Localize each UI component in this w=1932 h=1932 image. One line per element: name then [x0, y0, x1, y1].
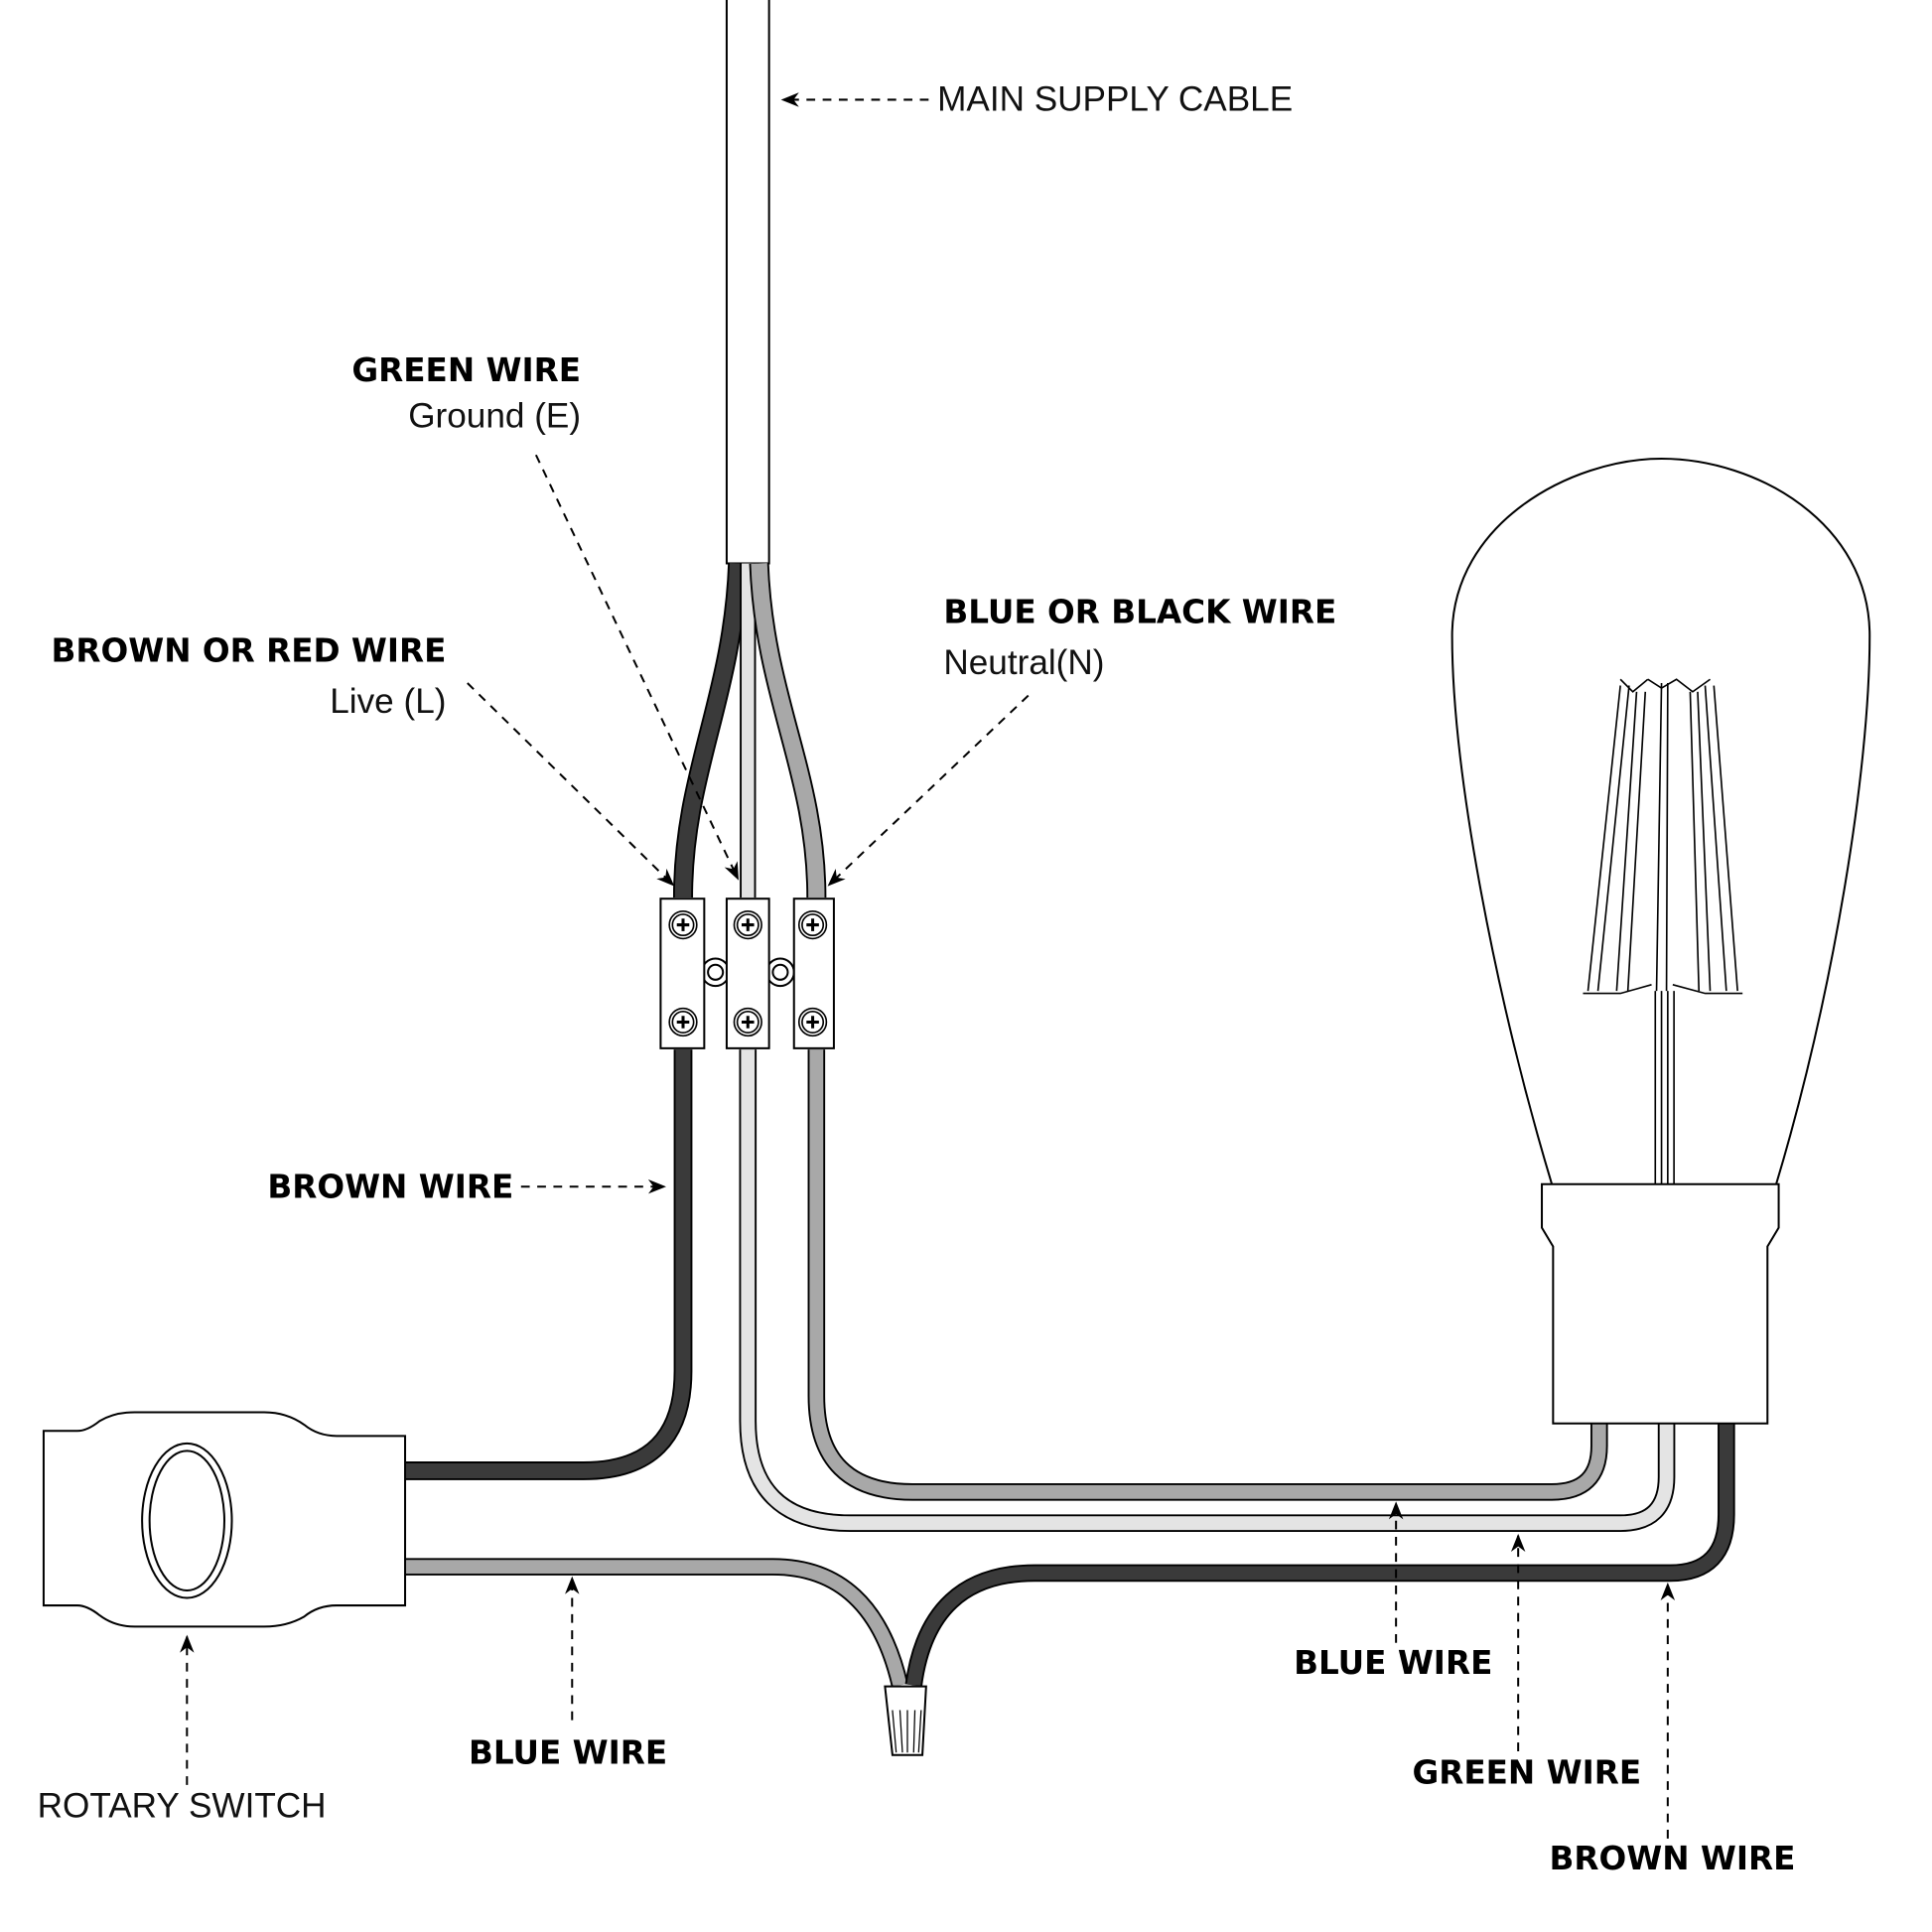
screw-icon — [668, 1007, 698, 1037]
screw-icon — [797, 1007, 828, 1037]
wires — [405, 563, 1735, 1688]
wire-nut — [884, 1685, 927, 1756]
label-main-supply-cable: MAIN SUPPLY CABLE — [937, 80, 1293, 119]
main-supply-cable — [725, 0, 770, 565]
brown-wire-to-bulb — [906, 1421, 1733, 1687]
screw-icon — [733, 909, 762, 940]
label-brown-wire-mid: BROWN WIRE — [267, 1169, 513, 1206]
switch-knob[interactable] — [148, 1449, 225, 1592]
label-rotary-switch: ROTARY SWITCH — [38, 1786, 327, 1825]
rotary-switch — [42, 1411, 407, 1628]
blue-wire-from-switch — [405, 1560, 907, 1687]
filament — [1583, 678, 1743, 1184]
label-ground: Ground (E) — [408, 397, 581, 436]
terminal-block — [659, 897, 835, 1049]
label-blue-wire-right: BLUE WIRE — [1294, 1644, 1492, 1682]
blue-wire-to-bulb — [809, 1049, 1606, 1499]
light-bulb — [1450, 458, 1871, 1425]
leader-lines — [180, 92, 1676, 1839]
label-blue-wire-left: BLUE WIRE — [469, 1734, 667, 1772]
green-wire-to-bulb — [741, 1049, 1674, 1531]
screw-icons — [668, 909, 828, 1037]
label-neutral: Neutral(N) — [943, 643, 1104, 682]
screw-icon — [733, 1007, 762, 1037]
label-brown-or-red-wire: BROWN OR RED WIRE — [51, 632, 446, 670]
brown-wire-to-switch — [405, 1049, 691, 1479]
screw-icon — [668, 909, 698, 940]
label-blue-or-black-wire: BLUE OR BLACK WIRE — [943, 594, 1336, 631]
screw-icon — [797, 909, 828, 940]
live-wire-top — [674, 563, 747, 897]
bulb-socket — [1541, 1182, 1780, 1425]
label-brown-wire-right: BROWN WIRE — [1550, 1840, 1796, 1877]
label-green-wire: GREEN WIRE — [351, 351, 581, 389]
label-live: Live (L) — [330, 682, 446, 721]
label-green-wire-right: GREEN WIRE — [1412, 1754, 1641, 1792]
neutral-wire-top — [751, 563, 825, 897]
